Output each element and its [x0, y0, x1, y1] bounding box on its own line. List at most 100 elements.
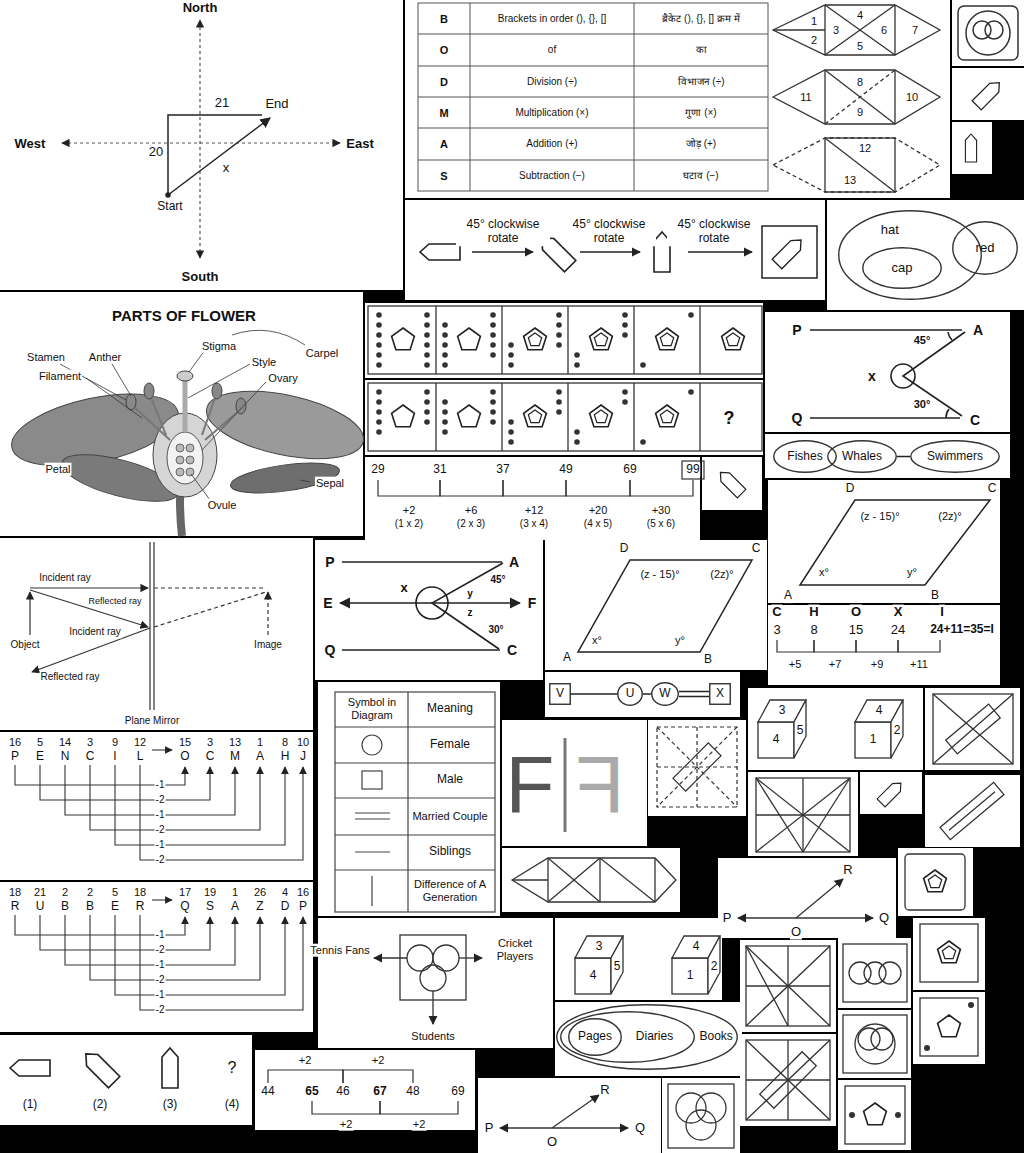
triangle-figures [825, 5, 895, 55]
ellipse-node: U [617, 682, 643, 706]
panel [545, 672, 740, 717]
label: 3 [832, 24, 840, 37]
ellipse-outline [774, 441, 837, 473]
label: 8 [809, 623, 818, 638]
pentagon-grid [435, 383, 436, 451]
connector-line [897, 456, 910, 458]
label: 8 [856, 76, 864, 89]
dot [556, 409, 562, 415]
label: 49 [558, 463, 573, 477]
dot [376, 312, 382, 318]
panel [0, 1035, 252, 1125]
label: Tennis Fans [309, 944, 371, 957]
label: 30° [913, 398, 932, 411]
venn-diagram [407, 945, 433, 971]
label: +2 [298, 1054, 313, 1067]
series-bracket [380, 1101, 458, 1114]
triangle-strip [512, 858, 676, 902]
label: East [345, 137, 374, 152]
symbol-table [335, 797, 495, 798]
circle-icon [958, 6, 1018, 60]
pentagon-grid [368, 383, 762, 451]
dot [442, 362, 448, 368]
label: 69 [450, 1085, 465, 1099]
panel [718, 858, 896, 938]
pentagon-grid [501, 383, 502, 451]
label: 5 [613, 960, 622, 974]
flower-illustration [60, 330, 310, 500]
triangle-figures [894, 5, 895, 55]
label: x [399, 581, 408, 596]
label: ब्रैकेट (), {}, [] क्रम में [635, 13, 767, 25]
pentagon-shape [924, 1045, 930, 1051]
circle-icon [985, 21, 1003, 39]
square-figure [746, 1040, 830, 1120]
label: 13 [843, 174, 857, 187]
label: 30° [487, 624, 504, 636]
panel [765, 434, 1010, 478]
label: D [619, 542, 630, 556]
pencil-shape [762, 226, 817, 278]
label: 2 [86, 886, 94, 899]
label: 4 [281, 886, 289, 899]
label: 16 [296, 886, 310, 899]
series-bracket [440, 480, 503, 496]
dot [508, 342, 514, 348]
label: 3 [772, 623, 781, 638]
ellipse-node: DiariesPages [560, 1011, 695, 1063]
square-figure [746, 1079, 830, 1080]
box-node: V [549, 683, 571, 705]
square-figure [756, 778, 803, 852]
parallelogram [578, 560, 752, 652]
label: 9 [111, 736, 119, 749]
pentagon-tile [920, 998, 978, 1056]
ray-figure [500, 879, 873, 1128]
rotation-arrow [472, 251, 533, 252]
venn-diagram [432, 991, 433, 1024]
label: 18 [8, 886, 22, 899]
label: S [205, 900, 215, 914]
label: H [280, 750, 291, 764]
label: P [324, 554, 335, 570]
flower-illustration [212, 383, 222, 399]
series-bracket [566, 480, 630, 496]
dot [442, 342, 448, 348]
label: PARTS OF FLOWER [111, 307, 257, 324]
label: 21 [214, 96, 230, 111]
label: 1 [256, 736, 264, 749]
label: 5 [856, 40, 864, 53]
label: x [867, 368, 877, 384]
pentagon-shape [656, 405, 679, 427]
pentagon-shape [590, 405, 613, 427]
label: Z [255, 900, 264, 914]
connector-line [643, 693, 651, 695]
symbol-table [362, 771, 382, 789]
table-grid [418, 160, 768, 161]
label: S [439, 169, 448, 182]
label: 67 [372, 1085, 387, 1099]
cube [708, 936, 720, 994]
pencil-shape [10, 78, 1004, 1088]
label: 2 [61, 886, 69, 899]
pencil-shape [972, 78, 1004, 110]
panel [365, 380, 763, 455]
pencil-shape [162, 1048, 178, 1088]
panel [405, 200, 825, 300]
label: F [575, 745, 626, 825]
dot [622, 389, 628, 395]
label: -1 [155, 839, 166, 851]
node-text: X [716, 687, 724, 701]
node-text: W [659, 687, 670, 701]
label: Addition (+) [471, 139, 633, 151]
square-figure [949, 792, 995, 831]
panel [768, 480, 1000, 603]
label: Q [179, 900, 190, 914]
dot [442, 409, 448, 415]
panel [925, 688, 1020, 770]
dot [442, 332, 448, 338]
table-grid [418, 3, 768, 191]
dot [574, 362, 580, 368]
dot [490, 389, 496, 395]
label: A [230, 900, 240, 914]
label: R [842, 863, 853, 878]
